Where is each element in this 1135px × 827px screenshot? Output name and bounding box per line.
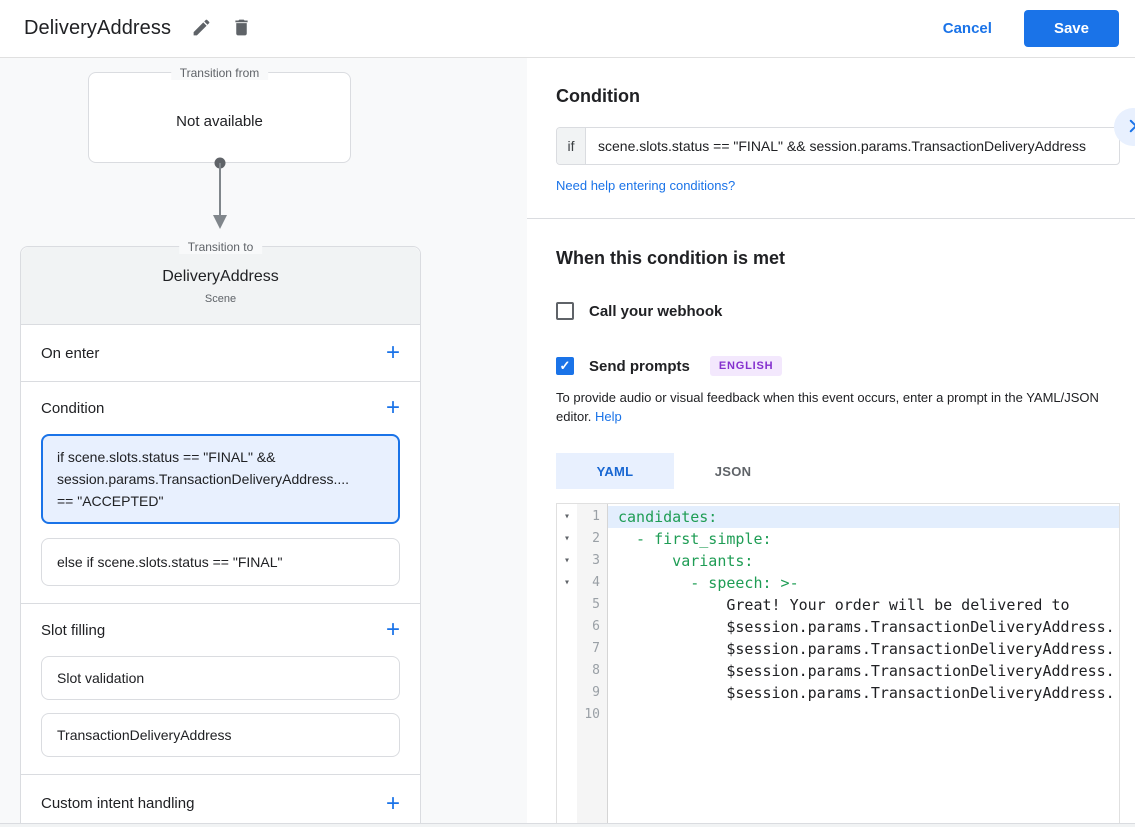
editor-line-numbers: 1 2 3 4 5 6 7 8 9 10 [577,504,608,827]
condition-help-link[interactable]: Need help entering conditions? [556,178,736,193]
condition-expression-row: if scene.slots.status == "FINAL" && sess… [556,127,1120,165]
line-number: 7 [592,641,600,656]
yaml-code-editor[interactable]: ▾ ▾ ▾ ▾ 1 2 3 4 5 6 7 8 9 10 candidates: - first_sim… [556,503,1120,827]
section-slot-filling-header: Slot filling + [21,604,420,656]
on-enter-label: On enter [41,344,100,362]
fold-gutter-cell [557,704,577,726]
line-number: 5 [592,597,600,612]
condition-expression-input[interactable]: scene.slots.status == "FINAL" && session… [598,138,1086,154]
scene-graph-panel: Transition from Not available Transition… [0,58,527,823]
editor-tabs: YAML JSON [556,453,1135,489]
scene-card: Transition to DeliveryAddress Scene On e… [20,240,421,823]
condition-detail-panel: Condition if scene.slots.status == "FINA… [527,58,1135,827]
collapse-panel-button[interactable] [1114,108,1135,146]
bottom-edge [0,823,1135,827]
add-custom-intent-button[interactable]: + [385,789,400,817]
line-number: 4 [592,575,600,590]
transition-from-value: Not available [176,113,263,130]
tab-yaml[interactable]: YAML [556,453,674,489]
line-number: 8 [592,663,600,678]
code-line[interactable]: $session.params.TransactionDeliveryAddre… [618,640,1115,658]
trash-icon [231,17,252,41]
condition-heading: Condition [556,86,640,106]
code-line[interactable]: variants: [618,552,754,570]
fold-gutter-cell [557,682,577,704]
slot-cards: Slot validation TransactionDeliveryAddre… [21,656,420,775]
fold-toggle-icon[interactable]: ▾ [563,577,571,588]
chevron-right-icon [1124,117,1135,138]
top-bar: DeliveryAddress Cancel Save [0,0,1135,58]
prompt-helper-text: To provide audio or visual feedback when… [556,388,1108,426]
section-condition-header: Condition + [21,382,420,434]
send-prompts-label: Send prompts [589,357,690,375]
add-on-enter-button[interactable]: + [385,339,400,366]
call-webhook-label: Call your webhook [589,302,723,320]
section-on-enter: On enter + [21,325,420,382]
condition-card-else[interactable]: else if scene.slots.status == "FINAL" [41,538,400,586]
line-number: 6 [592,619,600,634]
delete-scene-button[interactable] [221,9,261,49]
condition-cards: if scene.slots.status == "FINAL" && sess… [21,434,420,604]
code-line[interactable]: $session.params.TransactionDeliveryAddre… [618,684,1115,702]
when-met-heading: When this condition is met [556,248,785,268]
transition-arrow [213,157,227,229]
custom-intent-label: Custom intent handling [41,795,195,812]
line-number: 10 [584,707,600,722]
line-number: 1 [592,509,600,524]
add-condition-button[interactable]: + [385,394,400,421]
section-custom-intent: Custom intent handling + [21,775,420,823]
code-line[interactable]: Great! Your order will be delivered to [618,596,1070,614]
cancel-button[interactable]: Cancel [925,12,1010,45]
help-link[interactable]: Help [595,409,622,424]
scene-name: DeliveryAddress [162,268,279,285]
call-webhook-checkbox[interactable] [556,302,574,320]
code-line[interactable]: candidates: [608,506,1119,528]
language-badge: ENGLISH [709,356,783,376]
send-prompts-checkbox[interactable]: ✓ [556,357,574,375]
slot-filling-label: Slot filling [41,621,106,639]
code-line[interactable]: - speech: >- [618,574,799,592]
editor-fold-gutter: ▾ ▾ ▾ ▾ [557,504,577,827]
page-title: DeliveryAddress [24,17,172,39]
fold-gutter-cell [557,616,577,638]
code-line[interactable]: $session.params.TransactionDeliveryAddre… [618,662,1115,680]
line-number: 2 [592,531,600,546]
fold-toggle-icon[interactable]: ▾ [563,511,571,522]
fold-gutter-cell [557,660,577,682]
pencil-icon [191,17,212,41]
transition-from-box: Transition from Not available [88,66,351,163]
slot-validation-card[interactable]: Slot validation [41,656,400,700]
section-divider [527,218,1135,219]
edit-scene-button[interactable] [181,9,221,49]
scene-type: Scene [204,293,237,305]
fold-toggle-icon[interactable]: ▾ [563,533,571,544]
send-prompts-row: ✓ Send prompts ENGLISH [556,356,1135,376]
if-prefix: if [557,128,586,164]
fold-gutter-cell [557,594,577,616]
transition-to-label: Transition to [178,240,263,254]
webhook-row: Call your webhook [556,302,1135,320]
code-line[interactable] [608,704,1119,726]
add-slot-button[interactable]: + [385,616,400,643]
slot-transaction-card[interactable]: TransactionDeliveryAddress [41,713,400,757]
fold-gutter-cell [557,638,577,660]
fold-toggle-icon[interactable]: ▾ [563,555,571,566]
scene-card-header: DeliveryAddress Scene [21,247,420,325]
line-number: 3 [592,553,600,568]
transition-from-label: Transition from [170,66,269,80]
code-line[interactable]: - first_simple: [618,530,772,548]
code-line[interactable]: $session.params.TransactionDeliveryAddre… [618,618,1115,636]
condition-section-label: Condition [41,399,105,417]
save-button[interactable]: Save [1023,10,1119,47]
helper-text: To provide audio or visual feedback when… [556,390,1099,424]
condition-card-selected[interactable]: if scene.slots.status == "FINAL" && sess… [41,434,400,524]
editor-code-area[interactable]: candidates: - first_simple: variants: - … [608,504,1119,827]
tab-json[interactable]: JSON [674,453,792,489]
line-number: 9 [592,685,600,700]
